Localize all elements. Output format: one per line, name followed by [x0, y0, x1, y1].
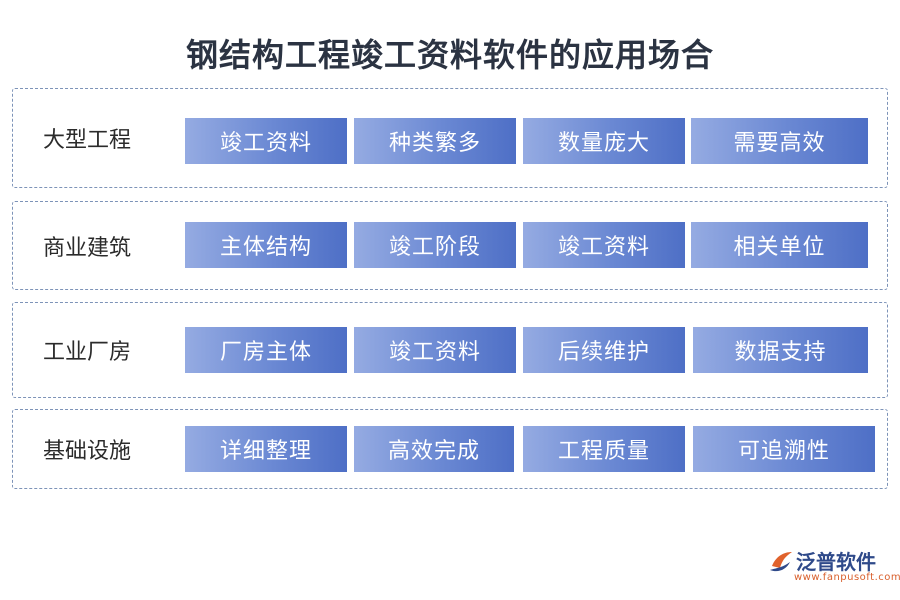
feature-cell: 主体结构 — [185, 222, 347, 268]
feature-cell: 竣工资料 — [185, 118, 347, 164]
feature-cell: 工程质量 — [523, 426, 685, 472]
brand-logo: 泛普软件 www.fanpusoft.com — [768, 546, 900, 590]
feature-cell: 高效完成 — [354, 426, 514, 472]
scenario-row-large-projects: 大型工程 竣工资料 种类繁多 数量庞大 需要高效 — [12, 88, 888, 188]
scenario-row-infrastructure: 基础设施 详细整理 高效完成 工程质量 可追溯性 — [12, 409, 888, 489]
feature-cell: 厂房主体 — [185, 327, 347, 373]
row-label: 商业建筑 — [43, 235, 132, 261]
feature-cell: 竣工资料 — [354, 327, 516, 373]
feature-cell: 竣工阶段 — [354, 222, 516, 268]
row-label: 工业厂房 — [43, 340, 132, 365]
page-title: 钢结构工程竣工资料软件的应用场合 — [185, 36, 714, 74]
feature-cell: 相关单位 — [691, 222, 868, 268]
logo-url: www.fanpusoft.com — [794, 572, 900, 583]
feature-cell: 后续维护 — [523, 327, 685, 373]
feature-cell: 数量庞大 — [523, 118, 685, 164]
row-label: 基础设施 — [43, 439, 132, 464]
row-label: 大型工程 — [43, 128, 132, 153]
feature-cell: 竣工资料 — [523, 222, 685, 268]
feature-cell: 数据支持 — [693, 327, 868, 373]
feature-cell: 需要高效 — [691, 118, 868, 164]
feature-cell: 详细整理 — [185, 426, 347, 472]
fanpu-logo-icon — [770, 552, 792, 572]
scenario-row-industrial-plants: 工业厂房 厂房主体 竣工资料 后续维护 数据支持 — [12, 302, 888, 398]
feature-cell: 可追溯性 — [693, 426, 875, 472]
logo-name: 泛普软件 — [796, 550, 876, 574]
feature-cell: 种类繁多 — [354, 118, 516, 164]
scenario-row-commercial-buildings: 商业建筑 主体结构 竣工阶段 竣工资料 相关单位 — [12, 201, 888, 290]
